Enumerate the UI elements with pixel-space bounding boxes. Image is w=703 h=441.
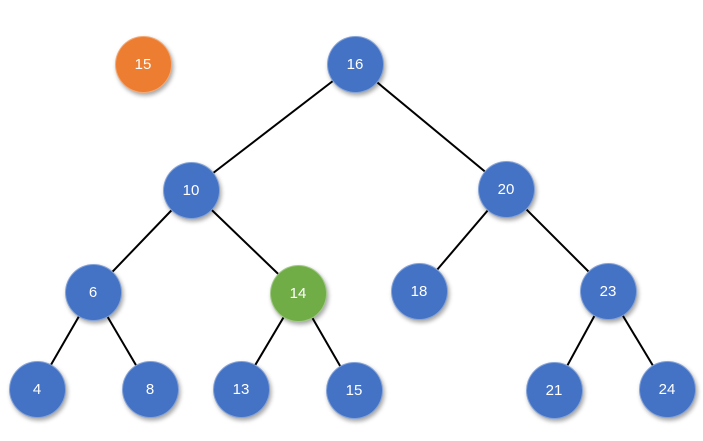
tree-node-n16[interactable]: 16 <box>326 35 384 93</box>
tree-node-detached-15[interactable]: 15 <box>114 35 172 93</box>
tree-node-label: 21 <box>545 381 563 399</box>
tree-node-n8[interactable]: 8 <box>121 360 179 418</box>
tree-node-label: 8 <box>145 380 155 398</box>
tree-edge-16-20 <box>354 63 507 190</box>
tree-node-n23[interactable]: 23 <box>579 262 637 320</box>
tree-node-n24[interactable]: 24 <box>638 360 696 418</box>
tree-node-n10[interactable]: 10 <box>162 161 220 219</box>
tree-node-n4[interactable]: 4 <box>8 360 66 418</box>
tree-node-n14[interactable]: 14 <box>269 264 327 322</box>
tree-node-label: 13 <box>232 380 250 398</box>
tree-node-n15[interactable]: 15 <box>325 361 383 419</box>
tree-node-label: 23 <box>599 282 617 300</box>
tree-node-n13[interactable]: 13 <box>212 360 270 418</box>
tree-node-n21[interactable]: 21 <box>525 361 583 419</box>
tree-node-label: 10 <box>182 181 200 199</box>
tree-node-label: 6 <box>88 283 98 301</box>
tree-node-label: 16 <box>346 55 364 73</box>
tree-node-label: 20 <box>497 180 515 198</box>
tree-node-n18[interactable]: 18 <box>390 262 448 320</box>
tree-node-n20[interactable]: 20 <box>477 160 535 218</box>
tree-node-n6[interactable]: 6 <box>64 263 122 321</box>
tree-edge-16-10 <box>190 63 356 191</box>
tree-node-label: 18 <box>410 282 428 300</box>
tree-node-label: 15 <box>134 55 152 73</box>
tree-node-label: 24 <box>658 380 676 398</box>
tree-node-label: 14 <box>289 284 307 302</box>
tree-node-label: 15 <box>345 381 363 399</box>
tree-node-label: 4 <box>32 380 42 398</box>
